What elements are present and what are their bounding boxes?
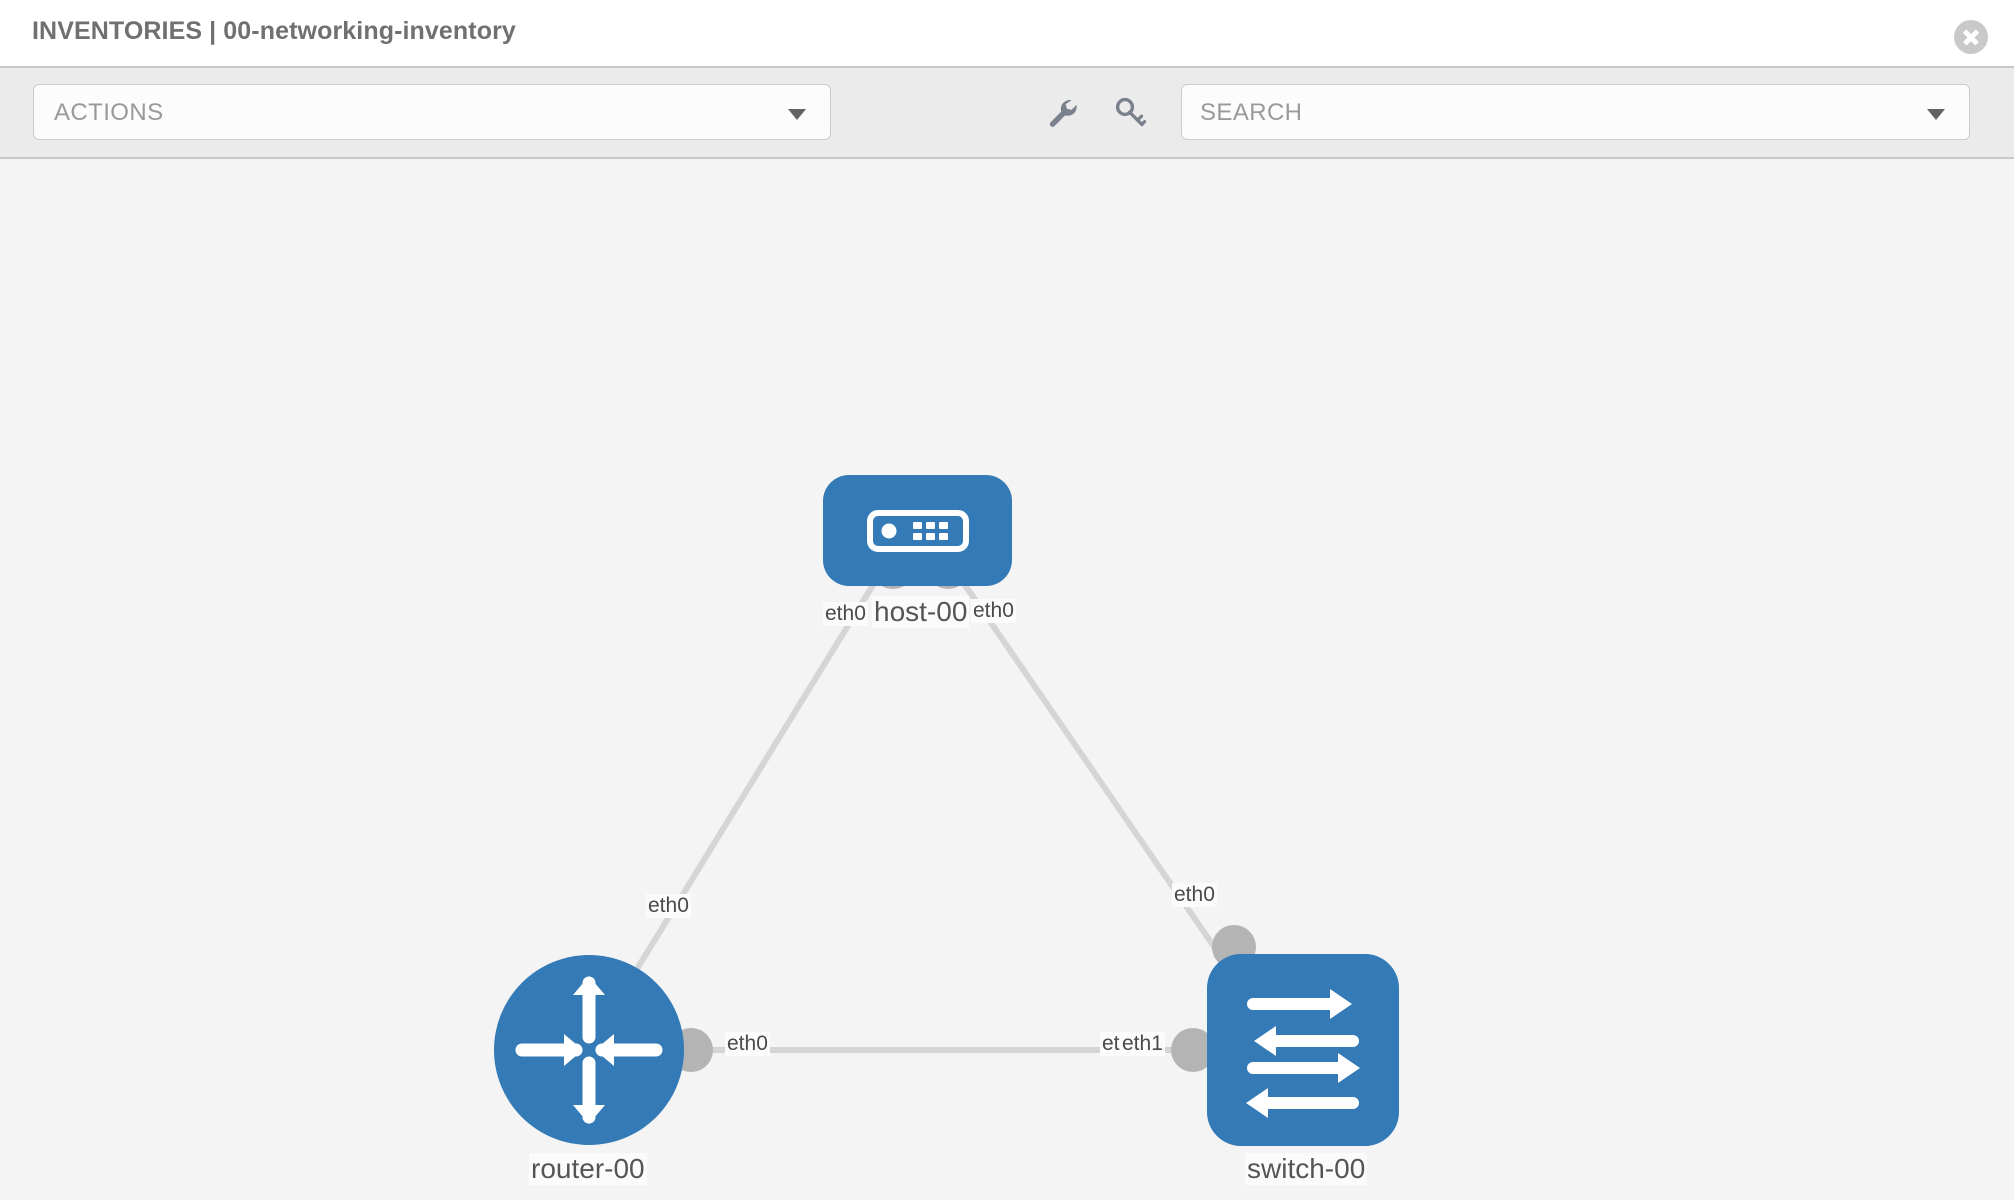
actions-dropdown-label: ACTIONS: [54, 99, 164, 126]
page-title: INVENTORIES | 00-networking-inventory: [32, 17, 516, 45]
actions-dropdown[interactable]: ACTIONS: [33, 84, 831, 140]
toolbar: ACTIONS SEARCH: [0, 68, 2014, 159]
topology-links: [602, 557, 1271, 1053]
link-host-router: [602, 557, 892, 1023]
search-placeholder: SEARCH: [1200, 99, 1303, 126]
interface-label: eth0: [646, 894, 691, 918]
search-input[interactable]: SEARCH: [1181, 84, 1970, 140]
interface-label: eth0: [1172, 883, 1217, 907]
node-host-00: [823, 475, 1012, 586]
chevron-down-icon[interactable]: [1927, 109, 1945, 120]
interface-label: eth0: [725, 1032, 770, 1056]
key-icon[interactable]: [1113, 96, 1147, 130]
node-label-router-00: router-00: [529, 1153, 647, 1185]
topology-graph: [494, 475, 1399, 1146]
interface-label: eth0: [823, 602, 868, 626]
node-label-host-00: host-00: [872, 596, 970, 628]
node-switch-00: [1207, 954, 1399, 1146]
interface-label: eth1: [1120, 1032, 1165, 1056]
interface-label: eth0: [971, 599, 1016, 623]
node-label-switch-00: switch-00: [1245, 1153, 1368, 1185]
chevron-down-icon: [788, 109, 806, 120]
close-circle-icon[interactable]: [1954, 20, 1988, 54]
topology-canvas[interactable]: eth0 eth0 eth0 eth0 eth0 eth0 eth1 host-…: [0, 159, 2014, 1200]
wrench-icon[interactable]: [1046, 96, 1080, 130]
title-bar: INVENTORIES | 00-networking-inventory: [0, 0, 2014, 68]
connector-switch-eth1: [1171, 1028, 1215, 1072]
node-router-00: [494, 955, 684, 1145]
